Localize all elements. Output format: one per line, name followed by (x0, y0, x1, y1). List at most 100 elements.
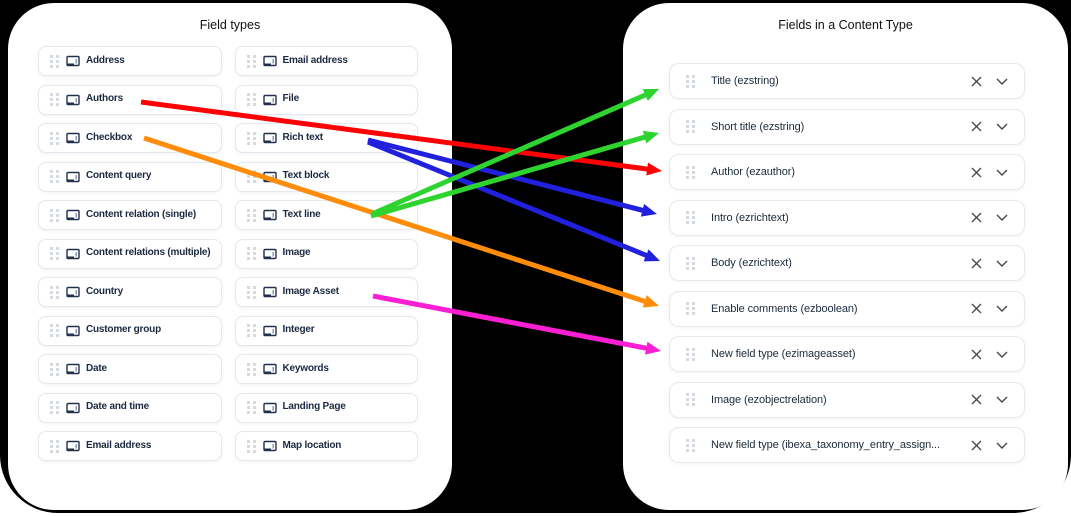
collapse-field-button[interactable] (993, 302, 1011, 315)
drag-handle-icon[interactable] (686, 438, 695, 452)
drag-handle-icon[interactable] (246, 131, 256, 145)
remove-field-button[interactable] (968, 391, 985, 408)
field-type-item[interactable]: Rich text (234, 123, 418, 153)
drag-handle-icon[interactable] (686, 211, 695, 224)
content-type-panel: Fields in a Content Type Title (ezstring… (623, 3, 1068, 510)
field-type-item[interactable]: Address (38, 46, 222, 76)
field-type-label: Rich text (282, 131, 324, 143)
field-type-item[interactable]: Keywords (234, 354, 418, 384)
field-type-item[interactable]: File (234, 84, 418, 115)
content-type-field-row[interactable]: Intro (ezrichtext) (669, 199, 1025, 236)
drag-handle-icon[interactable] (686, 347, 695, 361)
collapse-field-button[interactable] (993, 211, 1011, 224)
field-type-item[interactable]: Authors (38, 84, 222, 115)
collapse-field-button[interactable] (993, 120, 1011, 133)
drag-handle-icon[interactable] (686, 393, 695, 406)
drag-handle-icon[interactable] (246, 170, 256, 183)
drag-handle-icon[interactable] (50, 439, 59, 453)
collapse-field-button[interactable] (993, 393, 1011, 406)
drag-handle-icon[interactable] (50, 247, 59, 260)
remove-field-button[interactable] (968, 255, 985, 272)
collapse-field-button[interactable] (993, 166, 1011, 179)
field-type-label: Text block (282, 170, 330, 182)
drag-handle-icon[interactable] (246, 247, 256, 260)
field-type-item[interactable]: Customer group (38, 315, 222, 346)
field-type-item[interactable]: Email address (38, 431, 222, 461)
field-type-label: Date and time (86, 401, 149, 413)
field-type-label: Authors (86, 93, 123, 105)
field-type-icon (66, 132, 80, 144)
field-type-item[interactable]: Content relations (multiple) (38, 238, 222, 269)
chevron-down-icon (996, 305, 1008, 312)
content-type-field-row[interactable]: Author (ezauthor) (669, 154, 1025, 190)
drag-handle-icon[interactable] (246, 439, 256, 453)
collapse-field-button[interactable] (993, 257, 1011, 270)
field-type-item[interactable]: Image Asset (234, 277, 418, 307)
drag-handle-icon[interactable] (686, 256, 695, 270)
drag-handle-icon[interactable] (246, 401, 256, 414)
remove-field-button[interactable] (968, 118, 985, 135)
drag-handle-icon[interactable] (246, 362, 256, 376)
content-type-field-row[interactable]: Image (ezobjectrelation) (669, 381, 1025, 418)
close-icon (971, 349, 982, 359)
drag-handle-icon[interactable] (50, 324, 59, 337)
field-type-item[interactable]: Date and time (38, 392, 222, 423)
field-type-item[interactable]: Text block (234, 161, 418, 192)
drag-handle-icon[interactable] (686, 120, 695, 133)
field-type-label: Email address (86, 439, 152, 451)
field-type-item[interactable]: Date (38, 354, 222, 384)
drag-handle-icon[interactable] (246, 324, 256, 337)
field-type-item[interactable]: Checkbox (38, 123, 222, 153)
drag-handle-icon[interactable] (686, 302, 695, 315)
drag-handle-icon[interactable] (246, 54, 256, 68)
field-type-item[interactable]: Content query (38, 161, 222, 192)
drag-handle-icon[interactable] (246, 285, 256, 299)
drag-handle-icon[interactable] (246, 208, 256, 222)
drag-handle-icon[interactable] (50, 401, 59, 414)
content-type-field-row[interactable]: Short title (ezstring) (669, 108, 1025, 145)
field-label: Intro (ezrichtext) (711, 211, 789, 224)
field-type-icon (262, 55, 277, 67)
field-type-item[interactable]: Text line (234, 200, 418, 230)
field-type-item[interactable]: Landing Page (234, 392, 418, 423)
content-type-field-row[interactable]: Title (ezstring) (669, 63, 1025, 99)
collapse-field-button[interactable] (993, 348, 1011, 361)
field-type-item[interactable]: Country (38, 277, 222, 307)
field-type-item[interactable]: Map location (234, 431, 418, 461)
collapse-field-button[interactable] (993, 75, 1011, 88)
remove-field-button[interactable] (968, 164, 985, 181)
drag-handle-icon[interactable] (686, 165, 695, 179)
content-type-field-row[interactable]: New field type (ibexa_taxonomy_entry_ass… (669, 427, 1025, 463)
field-type-label: File (282, 93, 300, 105)
field-type-icon (66, 325, 80, 337)
field-type-item[interactable]: Content relation (single) (38, 200, 222, 230)
field-type-icon (66, 440, 80, 452)
remove-field-button[interactable] (968, 437, 985, 454)
drag-handle-icon[interactable] (50, 170, 59, 183)
drag-handle-icon[interactable] (50, 208, 59, 222)
drag-handle-icon[interactable] (50, 54, 59, 68)
remove-field-button[interactable] (968, 209, 985, 226)
remove-field-button[interactable] (968, 300, 985, 317)
drag-handle-icon[interactable] (686, 74, 695, 88)
drag-handle-icon[interactable] (50, 362, 59, 376)
remove-field-button[interactable] (968, 346, 985, 363)
field-type-icon (262, 325, 277, 337)
field-types-column-2: Email address File (234, 46, 418, 461)
chevron-down-icon (996, 396, 1008, 403)
close-icon (971, 303, 982, 314)
content-type-field-row[interactable]: Enable comments (ezboolean) (669, 290, 1025, 327)
drag-handle-icon[interactable] (50, 93, 59, 106)
content-type-field-row[interactable]: New field type (ezimageasset) (669, 336, 1025, 372)
field-type-label: Keywords (282, 362, 329, 374)
field-label: New field type (ibexa_taxonomy_entry_ass… (711, 439, 940, 451)
remove-field-button[interactable] (968, 73, 985, 90)
content-type-field-row[interactable]: Body (ezrichtext) (669, 245, 1025, 281)
field-type-item[interactable]: Image (234, 238, 418, 269)
field-type-item[interactable]: Email address (234, 46, 418, 76)
field-type-item[interactable]: Integer (234, 315, 418, 346)
collapse-field-button[interactable] (993, 439, 1011, 452)
drag-handle-icon[interactable] (50, 131, 59, 145)
drag-handle-icon[interactable] (246, 93, 256, 106)
drag-handle-icon[interactable] (50, 285, 59, 299)
